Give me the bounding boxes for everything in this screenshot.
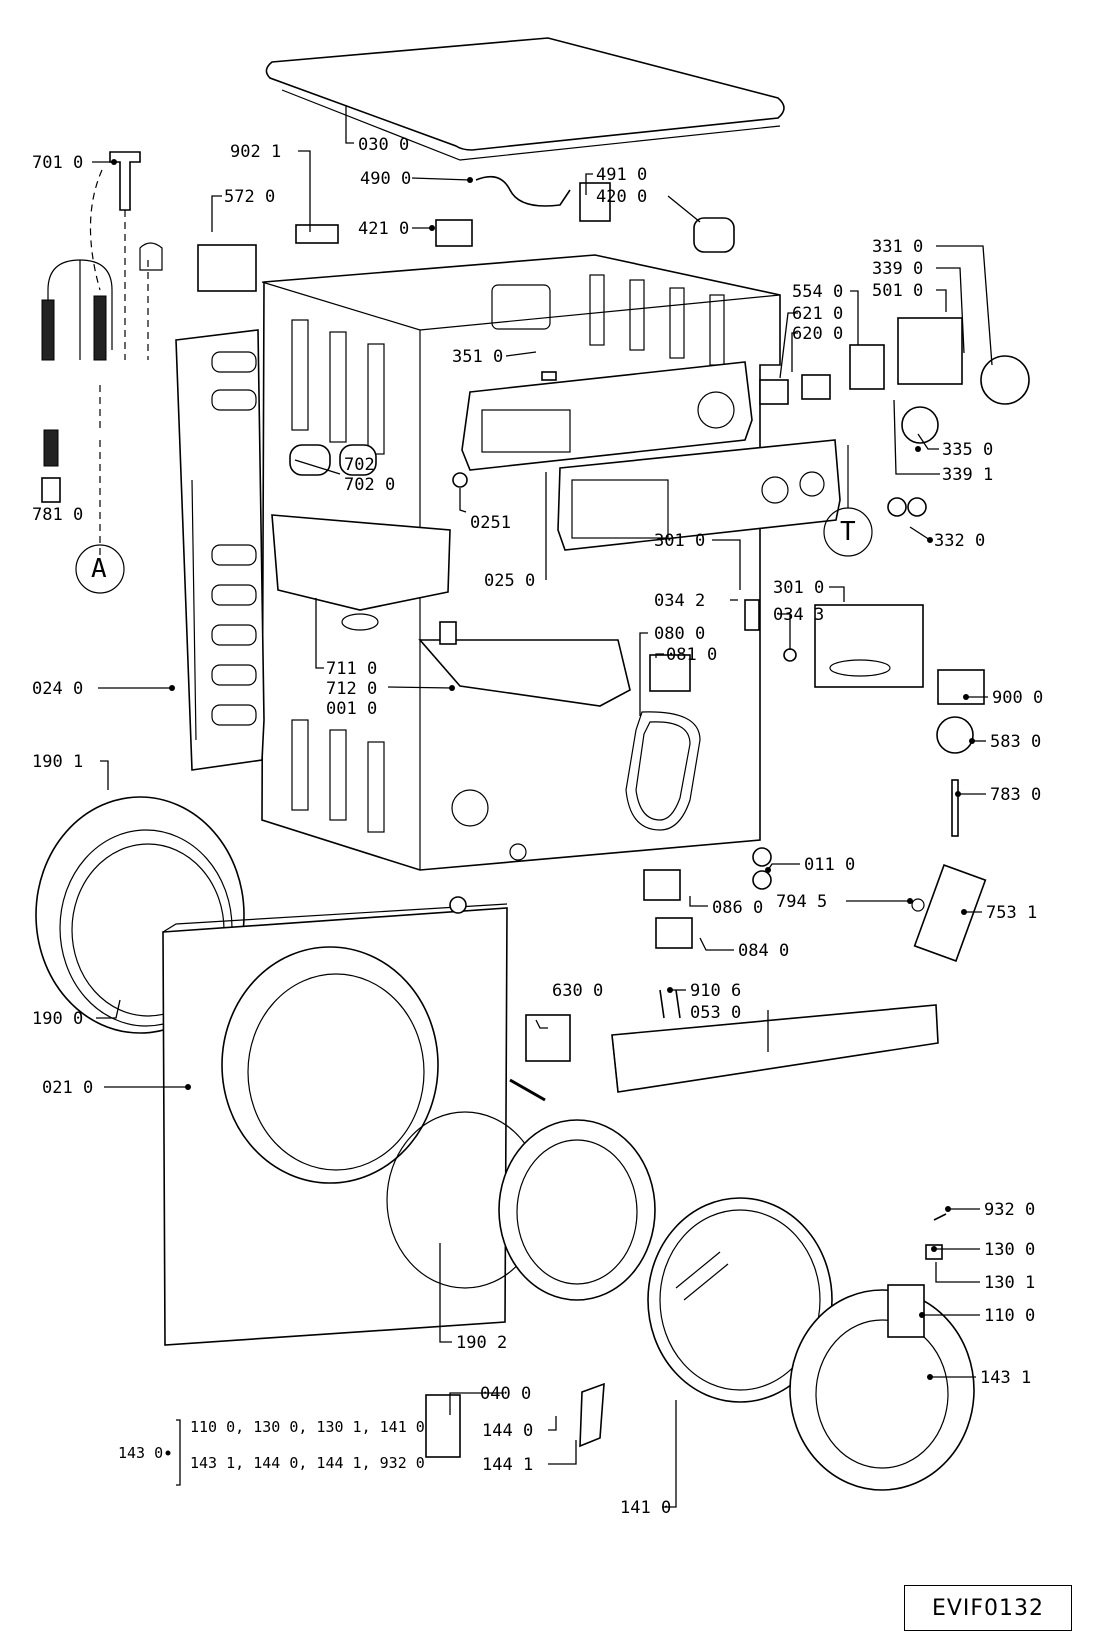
part-label: 0251 [470,513,511,533]
part-label: 040 0 [480,1384,531,1404]
part-label: 025 0 [484,571,535,591]
part-label: 034 2 [654,591,705,611]
part-label: 712 0 [326,679,377,699]
kit-line-1: 110 0, 130 0, 130 1, 141 0 [190,1418,425,1436]
part-label: 301 0 [654,531,705,551]
part-label: 501 0 [872,281,923,301]
part-label: 420 0 [596,187,647,207]
callout-letter: A [91,554,107,584]
part-label: 081 0 [666,645,717,665]
part-label: 331 0 [872,237,923,257]
part-label: 011 0 [804,855,855,875]
part-label: 034 3 [773,605,824,625]
part-label: 024 0 [32,679,83,699]
callout-letter: T [840,517,856,547]
part-label: 190 0 [32,1009,83,1029]
part-label: 491 0 [596,165,647,185]
part-label: 339 1 [942,465,993,485]
part-label: 141 0 [620,1498,671,1518]
part-label: 110 0 [984,1306,1035,1326]
part-label: 335 0 [942,440,993,460]
part-label: 900 0 [992,688,1043,708]
part-label: 932 0 [984,1200,1035,1220]
part-label: 080 0 [654,624,705,644]
part-label: 702 [344,455,375,475]
part-labels: 030 0 902 1 701 0 490 0 491 0 420 0 572 … [32,135,1043,1518]
part-label: 753 1 [986,903,1037,923]
part-label: 701 0 [32,153,83,173]
part-label: 630 0 [552,981,603,1001]
part-label: 332 0 [934,531,985,551]
part-label: 583 0 [990,732,1041,752]
part-label: 702 0 [344,475,395,495]
part-label: 144 0 [482,1421,533,1441]
part-label: 902 1 [230,142,281,162]
part-label: 351 0 [452,347,503,367]
part-label: 084 0 [738,941,789,961]
part-label: 783 0 [990,785,1041,805]
part-label: 130 1 [984,1273,1035,1293]
leader-dots [111,159,975,1380]
parts-drawing [35,37,1030,1491]
part-label: 490 0 [360,169,411,189]
part-label: 621 0 [792,304,843,324]
part-label: 572 0 [224,187,275,207]
part-label: 421 0 [358,219,409,239]
part-label: 620 0 [792,324,843,344]
part-label: 144 1 [482,1455,533,1475]
leader-lines [92,105,993,1508]
part-label: 130 0 [984,1240,1035,1260]
part-label: 053 0 [690,1003,741,1023]
part-label: 143 1 [980,1368,1031,1388]
kit-line-2: 143 1, 144 0, 144 1, 932 0 [190,1454,425,1472]
kit-group: 143 0 110 0, 130 0, 130 1, 141 0 143 1, … [118,1418,425,1472]
part-label: 711 0 [326,659,377,679]
part-label: 001 0 [326,699,377,719]
part-label: 910 6 [690,981,741,1001]
part-label: 794 5 [776,892,827,912]
part-label: 190 2 [456,1333,507,1353]
part-label: 301 0 [773,578,824,598]
part-label: 554 0 [792,282,843,302]
part-label: 086 0 [712,898,763,918]
part-label: 781 0 [32,505,83,525]
part-label: 030 0 [358,135,409,155]
diagram-reference-code: EVIF0132 [904,1585,1072,1631]
kit-code: 143 0 [118,1444,163,1462]
part-label: 339 0 [872,259,923,279]
part-label: 190 1 [32,752,83,772]
part-label: 021 0 [42,1078,93,1098]
